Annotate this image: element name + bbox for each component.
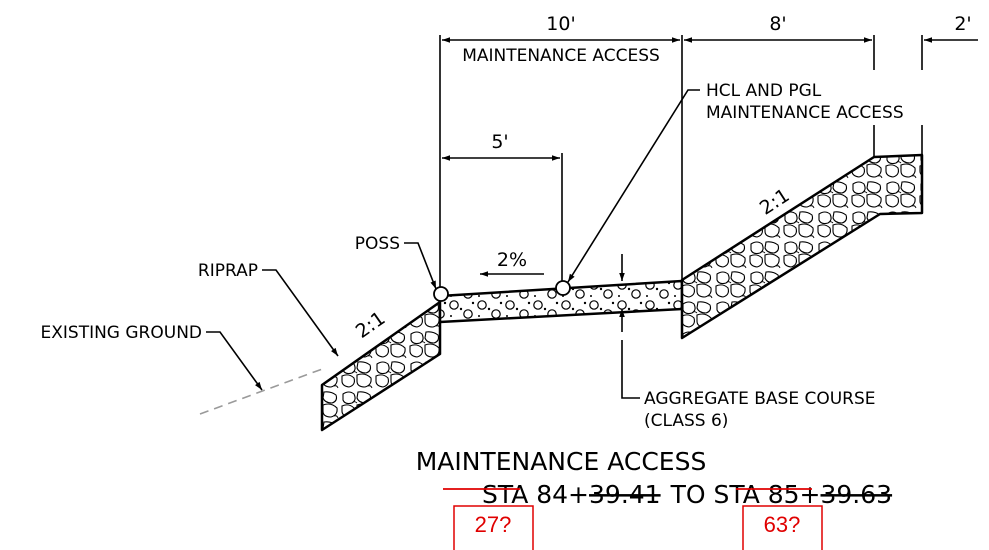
drawing-title: MAINTENANCE ACCESS <box>416 447 707 476</box>
aggregate-leader <box>621 340 640 399</box>
poss-leader <box>404 242 437 290</box>
dim-8ft-text: 8' <box>769 13 786 35</box>
redline-correction-end: 63? <box>764 512 801 537</box>
right-riprap-slope <box>680 153 924 340</box>
hcl-leader <box>567 89 700 283</box>
poss-label: POSS <box>355 234 400 254</box>
maintenance-access-label: MAINTENANCE ACCESS <box>462 46 660 66</box>
station-start-struck: 39.41 <box>589 480 661 509</box>
riprap-leader <box>262 269 339 357</box>
left-slope-ratio: 2:1 <box>352 307 390 343</box>
redline-box-end: 63? <box>742 505 823 550</box>
existing-ground-line <box>199 367 326 415</box>
station-range: STA 84+39.41 TO STA 85+39.63 <box>482 480 892 509</box>
left-riprap-slope <box>320 300 442 432</box>
redline-correction-start: 27? <box>475 512 512 537</box>
extension-lines <box>439 35 923 297</box>
station-prefix: STA 84+ <box>482 480 589 509</box>
aggregate-label-line2: (CLASS 6) <box>644 411 728 431</box>
station-to: TO STA 85+ <box>670 480 821 509</box>
dim-10ft-text: 10' <box>546 13 575 35</box>
poss-point <box>433 286 449 302</box>
riprap-label: RIPRAP <box>198 261 258 281</box>
dim-2ft-text: 2' <box>954 13 971 35</box>
hcl-pgl-label-line1: HCL AND PGL <box>706 81 822 101</box>
existing-ground-label: EXISTING GROUND <box>41 323 203 343</box>
existing-ground-leader <box>206 331 263 391</box>
redline-box-start: 27? <box>453 505 534 550</box>
dimension-lines <box>442 37 978 332</box>
aggregate-label-line1: AGGREGATE BASE COURSE <box>644 389 876 409</box>
dim-5ft-text: 5' <box>491 131 508 153</box>
leader-lines <box>206 89 700 399</box>
station-end-struck: 39.63 <box>821 480 893 509</box>
hcl-pgl-point <box>555 280 571 296</box>
hcl-pgl-label-line2: MAINTENANCE ACCESS <box>706 103 904 123</box>
cross-slope-text: 2% <box>497 249 527 271</box>
